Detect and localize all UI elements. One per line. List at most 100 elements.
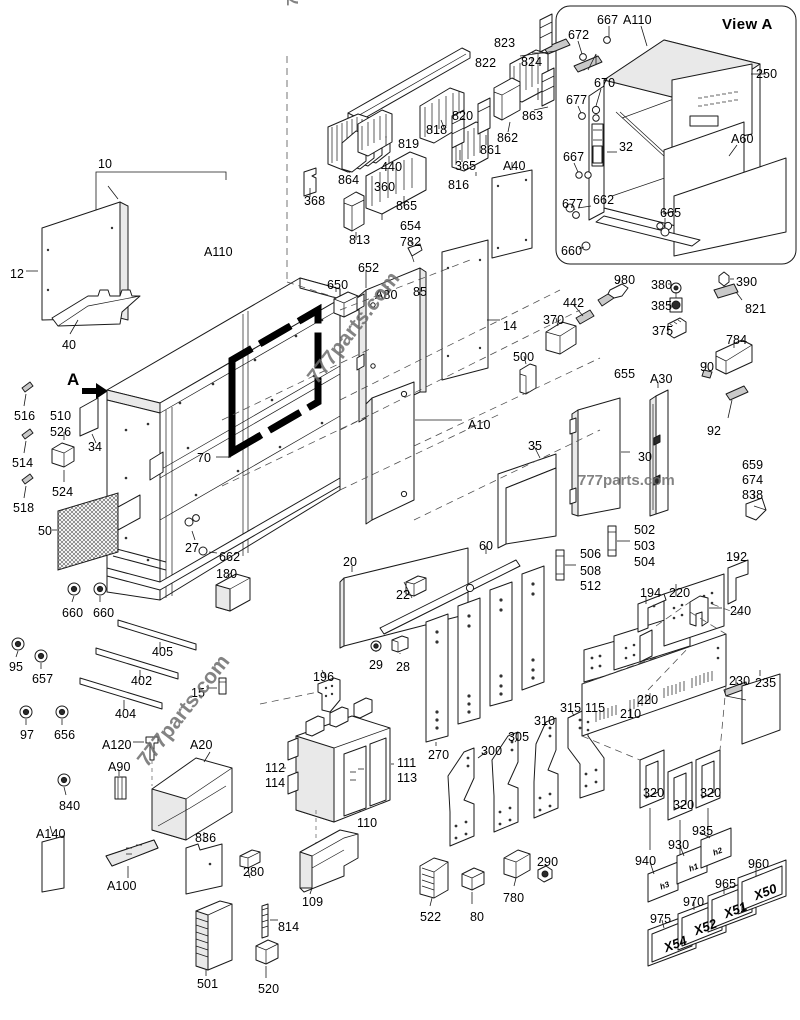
- part-callout-a10: A10: [468, 418, 491, 432]
- view-a-title: View A: [722, 16, 773, 33]
- part-callout-240: 240: [730, 604, 752, 618]
- part-callout-a110: A110: [204, 245, 233, 259]
- part-callout-503: 503: [634, 539, 656, 553]
- part-callout-822: 822: [475, 56, 497, 70]
- part-callout-a120: A120: [102, 738, 132, 752]
- part-callout-816: 816: [448, 178, 470, 192]
- part-callout-965: 965: [715, 877, 737, 891]
- view-a-callout-672: 672: [568, 28, 590, 42]
- part-callout-310: 310: [534, 714, 556, 728]
- part-callout-70: 70: [197, 451, 212, 465]
- part-callout-405: 405: [152, 645, 174, 659]
- part-callout-270: 270: [428, 748, 450, 762]
- part-callout-95: 95: [9, 660, 24, 674]
- part-callout-113: 113: [397, 771, 418, 785]
- part-callout-111: 111: [397, 756, 417, 770]
- part-callout-60: 60: [479, 539, 494, 553]
- part-callout-a: A: [67, 370, 80, 389]
- part-callout-12: 12: [10, 267, 25, 281]
- view-a-callout-32: 32: [619, 140, 634, 154]
- part-callout-114: 114: [265, 776, 286, 790]
- part-callout-360: 360: [374, 180, 396, 194]
- part-callout-500: 500: [513, 350, 535, 364]
- part-callout-109: 109: [302, 895, 324, 909]
- watermark: 777parts.com: [578, 472, 675, 489]
- part-callout-930: 930: [668, 838, 690, 852]
- view-a-callout-660: 660: [561, 244, 583, 258]
- part-callout-940: 940: [635, 854, 657, 868]
- part-callout-368: 368: [304, 194, 326, 208]
- part-callout-a30: A30: [650, 372, 673, 386]
- part-callout-824: 824: [521, 55, 543, 69]
- part-callout-506: 506: [580, 547, 602, 561]
- part-callout-10: 10: [98, 157, 113, 171]
- part-callout-516: 516: [14, 409, 36, 423]
- part-callout-300: 300: [481, 744, 503, 758]
- part-callout-380: 380: [651, 278, 673, 292]
- part-callout-280: 280: [243, 865, 265, 879]
- part-callout-660: 660: [93, 606, 115, 620]
- part-callout-935: 935: [692, 824, 714, 838]
- part-callout-504: 504: [634, 555, 656, 569]
- part-callout-662: 662: [219, 550, 241, 564]
- left-side-panels: [26, 171, 227, 444]
- part-callout-520: 520: [258, 982, 280, 996]
- part-callout-404: 404: [115, 707, 137, 721]
- part-callout-a100: A100: [107, 879, 137, 893]
- part-callout-34: 34: [88, 440, 103, 454]
- part-callout-90: 90: [700, 360, 715, 374]
- part-callout-818: 818: [426, 123, 448, 137]
- part-callout-440: 440: [381, 160, 403, 174]
- part-callout-290: 290: [537, 855, 559, 869]
- left-hardware: [11, 381, 279, 978]
- part-callout-115: 115: [585, 701, 606, 715]
- part-callout-192: 192: [726, 550, 748, 564]
- nameplates-group: [647, 827, 787, 967]
- part-callout-657: 657: [32, 672, 54, 686]
- part-callout-975: 975: [650, 912, 672, 926]
- part-callout-782: 782: [400, 235, 422, 249]
- part-callout-29: 29: [369, 658, 384, 672]
- part-callout-85: 85: [413, 285, 428, 299]
- part-callout-780: 780: [503, 891, 525, 905]
- part-callout-864: 864: [338, 173, 360, 187]
- part-callout-35: 35: [528, 439, 543, 453]
- part-callout-821: 821: [745, 302, 767, 316]
- part-callout-970: 970: [683, 895, 705, 909]
- part-callout-a80: A80: [375, 288, 398, 302]
- view-a-callout-250: 250: [756, 67, 778, 81]
- part-callout-652: 652: [358, 261, 380, 275]
- watermark: 777pa: [285, 0, 303, 6]
- part-callout-220: 220: [669, 586, 691, 600]
- part-callout-518: 518: [13, 501, 35, 515]
- view-a-callout-a60: A60: [731, 132, 754, 146]
- part-callout-20: 20: [343, 555, 358, 569]
- part-callout-27: 27: [185, 541, 200, 555]
- part-callout-840: 840: [59, 799, 81, 813]
- part-callout-a140: A140: [36, 827, 66, 841]
- part-callout-980: 980: [614, 273, 636, 287]
- part-callout-390: 390: [736, 275, 758, 289]
- part-callout-650: 650: [327, 278, 349, 292]
- part-callout-861: 861: [480, 143, 502, 157]
- part-callout-510: 510: [50, 409, 72, 423]
- view-a-callout-670: 670: [594, 76, 616, 90]
- part-callout-315: 315: [560, 701, 582, 715]
- part-callout-820: 820: [452, 109, 474, 123]
- main-cabinet: [67, 277, 341, 612]
- part-callout-97: 97: [20, 728, 35, 742]
- view-a-callout-a110: A110: [623, 13, 652, 27]
- part-callout-375: 375: [652, 324, 674, 338]
- view-a-callout-662: 662: [593, 193, 615, 207]
- center-panels: [221, 239, 767, 549]
- part-callout-14: 14: [503, 319, 518, 333]
- part-callout-514: 514: [12, 456, 34, 470]
- part-callout-305: 305: [508, 730, 530, 744]
- part-callout-524: 524: [52, 485, 74, 499]
- part-callout-a20: A20: [190, 738, 213, 752]
- part-callout-819: 819: [398, 137, 420, 151]
- part-callout-196: 196: [313, 670, 335, 684]
- part-callout-526: 526: [50, 425, 72, 439]
